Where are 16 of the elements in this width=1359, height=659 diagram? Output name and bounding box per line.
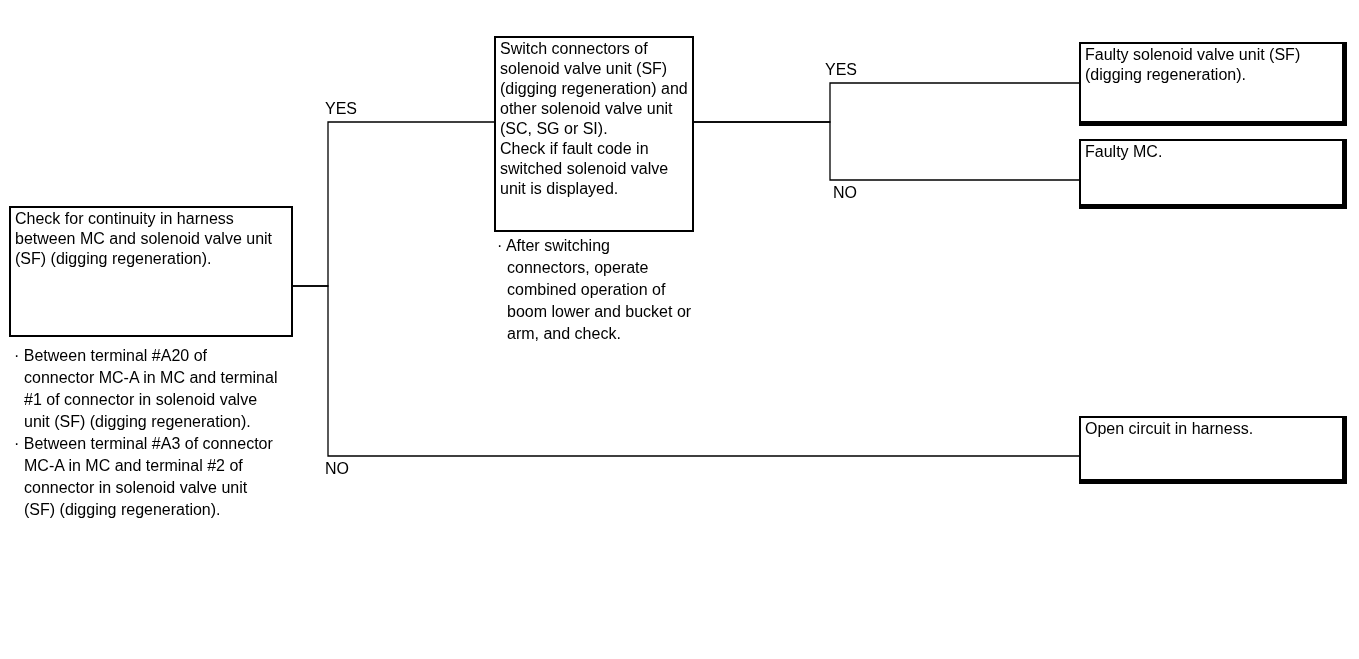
box-text: Check for continuity in harness between MC and solenoid valve unit (SF) (digging regeneration).	[15, 209, 274, 269]
result-box	[1079, 139, 1347, 209]
connector-line	[292, 285, 1080, 457]
box-text: Faulty solenoid valve unit (SF) (digging regeneration).	[1085, 45, 1302, 85]
box-text: Check if fault code in switched solenoid valve unit is displayed.	[500, 139, 670, 199]
connector-line	[693, 121, 1080, 181]
box-text: Switch connectors of solenoid valve unit (SF) (digging regeneration) and other solenoid valve unit (SC, SG or SI).	[500, 39, 688, 139]
box-text: Open circuit in harness.	[1085, 419, 1255, 439]
result-box	[1079, 42, 1347, 126]
note-text: · Between terminal #A3 of connector MC-A in MC and terminal #2 of connector in solenoid valve unit (SF) (digging regeneration).	[14, 434, 274, 520]
note-text: · After switching connectors, operate combined operation of boom lower and bucket or arm, and check.	[497, 236, 693, 344]
check-box	[494, 36, 694, 232]
box-text: Faulty MC.	[1085, 142, 1164, 162]
note-text: · Between terminal #A20 of connector MC-A in MC and terminal #1 of connector in solenoid valve unit (SF) (digging regeneration).	[14, 346, 279, 432]
check-box	[9, 206, 293, 337]
result-box	[1079, 416, 1347, 484]
